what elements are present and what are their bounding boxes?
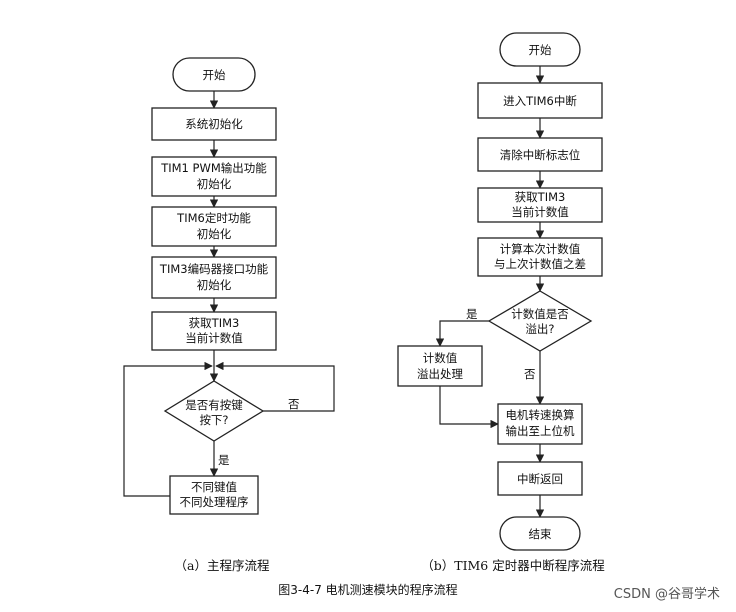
key-handler-label-2: 不同处理程序	[180, 495, 249, 509]
figure-caption: 图3-4-7 电机测速模块的程序流程	[278, 582, 457, 597]
get-count-label-1: 获取TIM3	[189, 316, 240, 330]
interrupt-flow-caption: （b）TIM6 定时器中断程序流程	[421, 558, 605, 573]
calc-diff-box	[477, 237, 603, 277]
interrupt-return-label: 中断返回	[517, 472, 563, 486]
enter-interrupt-box	[477, 82, 603, 119]
edge-r-overflow-to-convert	[439, 386, 499, 429]
overflow-handler-label-2: 溢出处理	[417, 367, 463, 381]
overflow-yes-label: 是	[466, 307, 478, 321]
overflow-decision	[487, 290, 593, 352]
interrupt-start-label: 开始	[529, 43, 552, 57]
speed-convert-label-2: 输出至上位机	[506, 424, 575, 438]
start-label: 开始	[203, 68, 226, 82]
key-pressed-label-1: 是否有按键	[185, 398, 243, 412]
interrupt-return-box	[497, 461, 583, 496]
overflow-no-label: 否	[524, 367, 536, 381]
tim3-encoder-init-label-1: TIM3编码器接口功能	[159, 262, 269, 276]
edge-handler-loop	[123, 361, 213, 497]
end-terminal	[499, 516, 581, 551]
tim6-interrupt-flowchart: 开始 进入TIM6中断 清除中断标志位 获取TIM3 当前计数值 计算本次计数值…	[397, 32, 605, 573]
overflow-decision-label-1: 计数值是否	[511, 307, 569, 321]
calc-diff-label-1: 计算本次计数值	[500, 242, 581, 256]
clear-flag-label: 清除中断标志位	[500, 148, 581, 162]
get-count-label-2: 当前计数值	[185, 331, 243, 345]
overflow-decision-label-2: 溢出?	[525, 322, 554, 336]
interrupt-start-terminal	[499, 32, 581, 67]
pwm-init-box	[151, 156, 277, 197]
key-handler-box	[169, 475, 259, 515]
clear-flag-box	[477, 137, 603, 172]
tim6-init-label-1: TIM6定时功能	[176, 211, 251, 225]
speed-convert-box	[497, 403, 583, 445]
key-handler-label-1: 不同键值	[191, 480, 237, 494]
tim6-init-box	[151, 206, 277, 247]
no-branch-label: 否	[288, 397, 300, 411]
speed-convert-label-1: 电机转速换算	[506, 408, 575, 422]
main-flow-caption: （a）主程序流程	[175, 558, 270, 573]
interrupt-get-count-box	[477, 187, 603, 223]
start-terminal	[172, 57, 256, 92]
overflow-handler-box	[397, 345, 483, 387]
edge-r-yes-to-overflow	[435, 320, 489, 347]
tim3-encoder-init-box	[151, 256, 277, 299]
watermark-text: CSDN @谷哥学术	[614, 586, 720, 602]
main-program-flowchart: 开始 系统初始化 TIM1 PWM输出功能 初始化 TIM6定时功能 初始化 T…	[123, 57, 335, 573]
interrupt-get-count-label-1: 获取TIM3	[515, 190, 566, 204]
tim3-encoder-init-label-2: 初始化	[197, 278, 232, 292]
pwm-init-label-2: 初始化	[197, 177, 232, 191]
enter-interrupt-label: 进入TIM6中断	[503, 94, 577, 108]
system-init-label: 系统初始化	[185, 117, 243, 131]
pwm-init-label-1: TIM1 PWM输出功能	[160, 161, 267, 175]
key-pressed-label-2: 按下?	[199, 413, 228, 427]
tim6-init-label-2: 初始化	[197, 227, 232, 241]
edge-no-loop	[215, 361, 335, 412]
get-count-box	[151, 311, 277, 351]
yes-branch-label: 是	[218, 453, 230, 467]
calc-diff-label-2: 与上次计数值之差	[494, 257, 586, 271]
key-pressed-decision	[163, 380, 265, 442]
system-init-box	[151, 107, 277, 141]
overflow-handler-label-1: 计数值	[423, 351, 458, 365]
interrupt-get-count-label-2: 当前计数值	[511, 205, 569, 219]
end-label: 结束	[529, 527, 552, 541]
